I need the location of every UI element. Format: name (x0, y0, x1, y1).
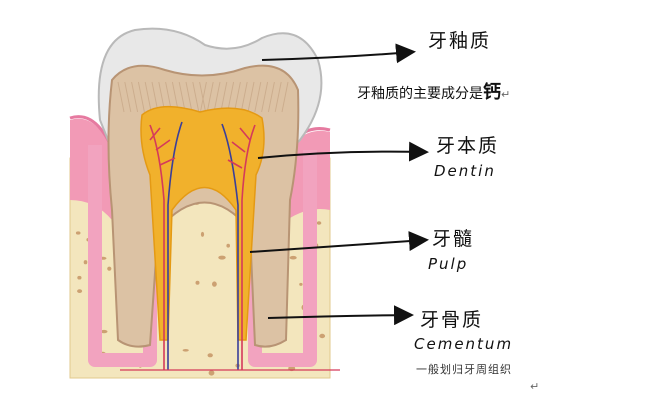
enamel-note-text: 牙釉质的主要成分是 (357, 86, 483, 102)
bone-spot (218, 256, 225, 260)
bone-spot (209, 370, 215, 375)
calcium-emphasis: 钙 (483, 82, 501, 103)
bone-spot (107, 267, 111, 271)
bone-spot (196, 281, 200, 285)
pulp-label-zh: 牙髓 (432, 224, 474, 251)
bone-spot (319, 334, 325, 338)
dentin-label-zh: 牙本质 (436, 131, 499, 158)
enamel-composition-note: 牙釉质的主要成分是钙↵ (357, 78, 510, 104)
return-mark: ↵ (501, 88, 510, 101)
return-mark-bottom: ↵ (530, 380, 539, 393)
bone-spot (208, 353, 213, 357)
pulp-label-en: Pulp (428, 255, 468, 273)
bone-spot (299, 283, 302, 286)
cementum-label-en: Cementum (414, 335, 513, 353)
bone-spot (76, 231, 81, 234)
dentin-label-en: Dentin (434, 162, 496, 180)
bone-spot (77, 276, 81, 280)
bone-spot (212, 281, 217, 286)
cementum-note: 一般划归牙周组织 (416, 361, 512, 377)
bone-spot (317, 221, 322, 225)
bone-spot (290, 256, 297, 260)
bone-spot (201, 232, 204, 237)
bone-spot (77, 289, 82, 293)
bone-spot (183, 349, 189, 352)
bone-spot (84, 260, 88, 264)
enamel-label: 牙釉质 (428, 26, 491, 53)
bone-spot (226, 244, 230, 248)
cementum-label-zh: 牙骨质 (420, 305, 483, 332)
